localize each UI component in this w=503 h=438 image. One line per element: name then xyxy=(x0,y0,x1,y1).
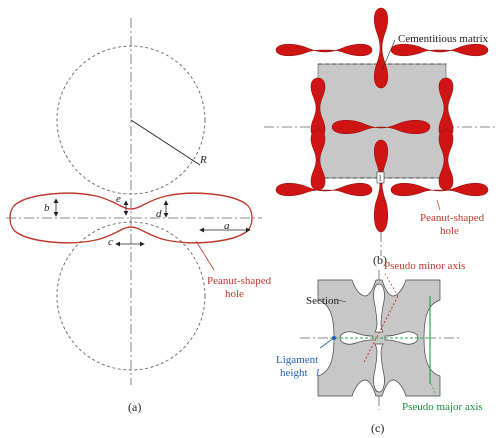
pseudo-minor-axis-line xyxy=(363,295,399,363)
hole-label-b-line2: hole xyxy=(440,225,459,237)
dim-a-label: a xyxy=(224,220,230,232)
hole-bottom-left xyxy=(275,182,373,197)
pseudo-major-axis-label: Pseudo major axis xyxy=(402,401,483,413)
caption-b: (b) xyxy=(373,253,387,267)
pseudo-minor-axis-leader xyxy=(383,271,399,297)
hole-leader-b xyxy=(436,199,441,211)
dim-b-label: b xyxy=(44,202,50,214)
panel-b: l Cementitious matrix Peanut-shaped hole… xyxy=(264,7,498,267)
caption-c: (c) xyxy=(371,421,384,435)
ligament-arrow xyxy=(319,337,335,349)
hole-top-right xyxy=(390,43,489,57)
hole-center-vertical xyxy=(373,139,389,233)
section-label: Section xyxy=(306,295,339,307)
hole-top-center xyxy=(373,7,389,89)
hole-center-horizontal xyxy=(331,119,431,135)
panel-a: R b e d c a Peanut-shaped hole (a) xyxy=(6,18,272,414)
ligament-marker-box xyxy=(376,171,385,184)
dim-c-label: c xyxy=(108,236,113,248)
peanut-hole-outline xyxy=(9,192,253,244)
caption-a: (a) xyxy=(128,400,141,414)
hole-label-b-line1: Peanut-shaped xyxy=(420,212,485,224)
ligament-marker-label: l xyxy=(379,174,382,183)
ligament-label-line1: Ligament xyxy=(276,354,318,366)
hole-leader-a xyxy=(195,240,215,271)
radius-line xyxy=(130,119,201,166)
radius-label: R xyxy=(199,154,207,166)
ligament-label-line2: height xyxy=(280,367,308,379)
dim-e-label: e xyxy=(116,193,121,205)
dim-d-label: d xyxy=(156,208,162,220)
matrix-leader xyxy=(381,39,396,71)
ligament-point xyxy=(332,336,336,340)
section-body xyxy=(317,279,441,397)
pseudo-major-axis-leader xyxy=(429,379,437,397)
hole-label-a-line1: Peanut-shaped xyxy=(207,275,272,287)
pseudo-minor-axis-label: Pseudo minor axis xyxy=(384,260,465,272)
hole-bottom-right xyxy=(390,182,489,197)
section-hole-lower xyxy=(373,343,385,393)
panel-c: Pseudo minor axis Pseudo major axis Liga… xyxy=(276,260,483,435)
ligament-label-symbol: l xyxy=(316,367,319,379)
hole-top-left xyxy=(275,43,373,57)
hole-label-a-line2: hole xyxy=(225,288,244,300)
matrix-label: Cementitious matrix xyxy=(398,33,489,45)
section-leader xyxy=(337,299,347,303)
